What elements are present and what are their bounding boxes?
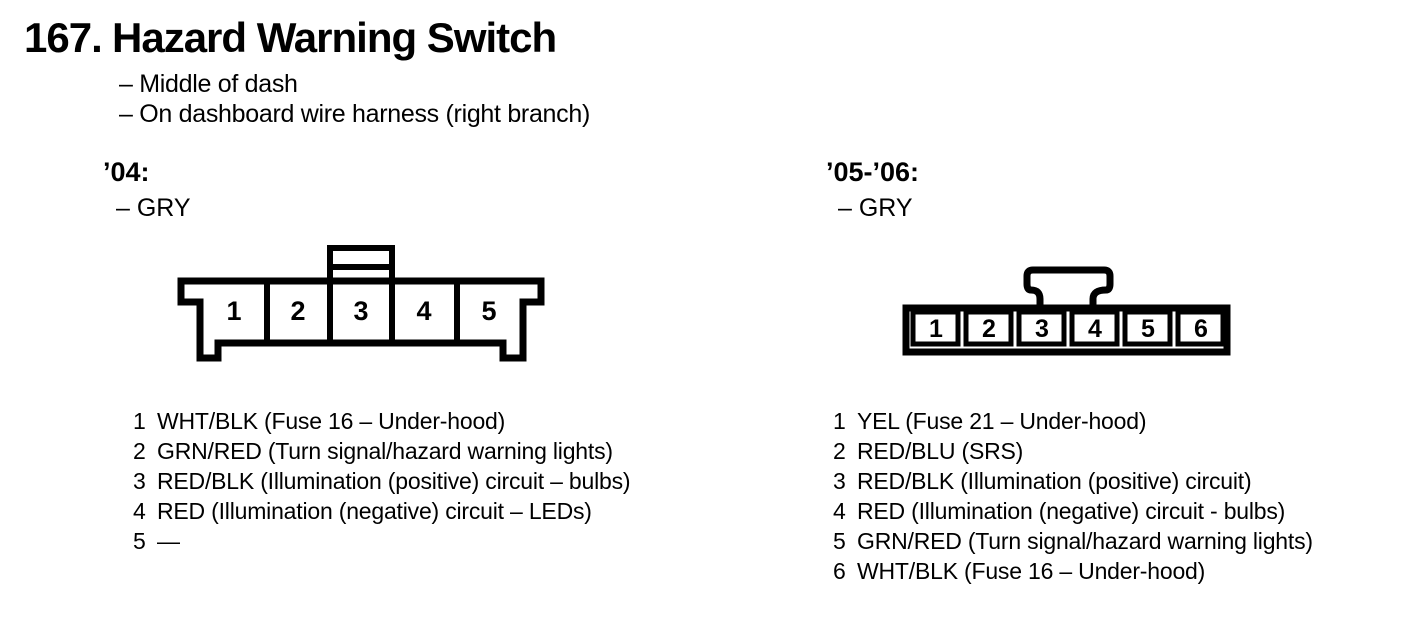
location-note: – Middle of dash (119, 70, 298, 98)
pinout-row: 2 RED/BLU (SRS) (833, 436, 1313, 466)
location-note: – On dashboard wire harness (right branc… (119, 100, 590, 128)
connector-pin-number: 5 (481, 296, 496, 326)
connector-pin-number: 3 (1035, 315, 1049, 343)
connector-04-outline (177, 277, 545, 362)
pinout-row: 3 RED/BLK (Illumination (positive) circui… (833, 466, 1313, 496)
variant-04-color-note: – GRY (116, 194, 191, 222)
pin-description: — (157, 528, 180, 554)
connector-pin-box (963, 309, 1014, 347)
connector-pin-number: 2 (982, 315, 996, 343)
pin-description: RED/BLU (SRS) (857, 438, 1024, 464)
connector-pin-number: 6 (1194, 315, 1208, 343)
connector-pin-number: 4 (1088, 315, 1102, 343)
pin-description: GRN/RED (Turn signal/hazard warning ligh… (157, 438, 613, 464)
pinout-row: 5— (133, 526, 630, 556)
connector-pin-number: 5 (1141, 315, 1155, 343)
connector-pin-box (910, 309, 961, 347)
connector-04-dividers (264, 281, 460, 343)
pin-number: 3 (133, 468, 146, 494)
pin-description: RED/BLK (Illumination (positive) circuit… (157, 468, 631, 494)
pin-number: 5 (833, 528, 846, 554)
pin-number: 2 (133, 438, 146, 464)
pin-description: WHT/BLK (Fuse 16 – Under-hood) (157, 408, 506, 434)
pinout-row: 5 GRN/RED (Turn signal/hazard warning lig… (833, 526, 1313, 556)
pinout-row: 4 RED (Illumination (negative) circuit - … (833, 496, 1313, 526)
connector-pin-box (1122, 309, 1173, 347)
pin-description: GRN/RED (Turn signal/hazard warning ligh… (857, 528, 1313, 554)
pin-description: RED/BLK (Illumination (positive) circuit… (857, 468, 1252, 494)
pin-number: 2 (833, 438, 846, 464)
pin-description: RED (Illumination (negative) circuit - b… (857, 498, 1286, 524)
pin-description: RED (Illumination (negative) circuit – L… (157, 498, 592, 524)
variant-04-label: ’04: (103, 157, 150, 187)
pin-number: 3 (833, 468, 846, 494)
connector-diagram-04: 1 2 3 4 5 (177, 245, 545, 362)
pinout-row: 4 RED (Illumination (negative) circuit – … (133, 496, 630, 526)
connector-pin-box (1175, 309, 1226, 347)
pin-number: 1 (133, 408, 146, 434)
pin-number: 6 (833, 558, 846, 584)
pinout-row: 2 GRN/RED (Turn signal/hazard warning lig… (133, 436, 630, 466)
pinout-row: 6 WHT/BLK (Fuse 16 – Under-hood) (833, 556, 1313, 586)
pin-number: 4 (833, 498, 846, 524)
pinout-list-04: 1 WHT/BLK (Fuse 16 – Under-hood) 2 GRN/RED… (133, 406, 631, 556)
page-title: Hazard Warning Switch (112, 14, 557, 61)
connector-pin-box (1016, 309, 1067, 347)
connector-0506-outline (902, 304, 1231, 356)
connector-pin-number: 4 (416, 296, 431, 326)
pinout-list-0506: 1 YEL (Fuse 21 – Under-hood) 2 RED/BLU (SR… (833, 406, 1313, 586)
pin-description: WHT/BLK (Fuse 16 – Under-hood) (857, 558, 1206, 584)
connector-pin-box (1069, 309, 1120, 347)
page-heading: 167.Hazard Warning Switch (24, 14, 557, 62)
connector-pin-number: 3 (353, 296, 368, 326)
variant-0506-color-note: – GRY (838, 194, 913, 222)
connector-pin-number: 2 (290, 296, 305, 326)
connector-diagram-0506: 1 2 3 4 5 6 (902, 266, 1231, 356)
pinout-row: 3 RED/BLK (Illumination (positive) circui… (133, 466, 631, 496)
pin-description: YEL (Fuse 21 – Under-hood) (857, 408, 1147, 434)
variant-0506-label: ’05-’06: (826, 157, 920, 187)
pinout-row: 1 WHT/BLK (Fuse 16 – Under-hood) (133, 406, 630, 436)
pin-number: 1 (833, 408, 846, 434)
connector-0506-tab (1023, 266, 1114, 308)
pin-number: 5 (133, 528, 146, 554)
connector-pin-number: 1 (226, 296, 241, 326)
section-number: 167. (24, 14, 103, 61)
pinout-row: 1 YEL (Fuse 21 – Under-hood) (833, 406, 1313, 436)
pin-number: 4 (133, 498, 146, 524)
connector-pin-number: 1 (929, 315, 943, 343)
